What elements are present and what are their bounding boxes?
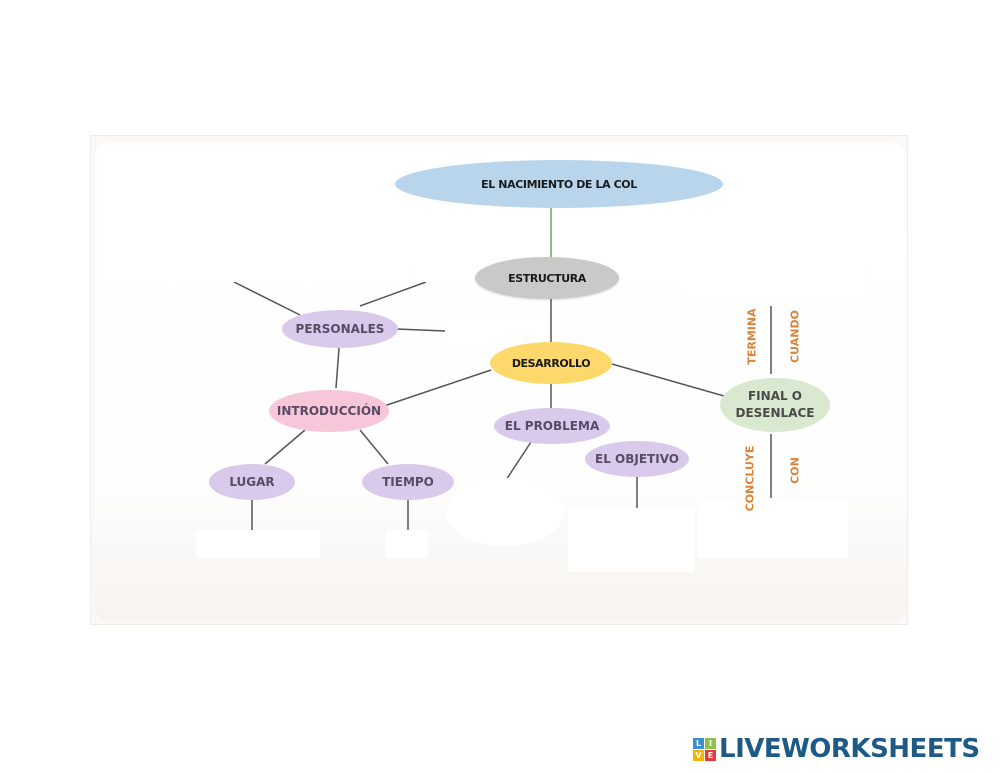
concluye-label: CONCLUYE [743, 445, 757, 512]
connector-desarrollo-introduccion [383, 369, 492, 407]
termina-label: TERMINA [745, 308, 759, 365]
brand-name: LIVEWORKSHEETS [719, 734, 980, 764]
final-label: FINAL O DESENLACE [735, 389, 815, 420]
connector-problema-down [505, 441, 532, 481]
connector-desarrollo-final [611, 363, 725, 397]
personales-node: PERSONALES [282, 310, 398, 348]
answer-box-lugar[interactable] [196, 530, 320, 558]
connector-introduccion-tiempo [359, 429, 389, 465]
personales-label: PERSONALES [295, 322, 385, 336]
answer-box-tiempo[interactable] [386, 530, 428, 558]
tiempo-label: TIEMPO [382, 475, 434, 489]
connector-personales-introduccion [335, 347, 340, 389]
cuando-label: CUANDO [788, 310, 802, 363]
introduccion-label: INTRODUCCIÓN [276, 404, 382, 418]
problema-label: EL PROBLEMA [504, 419, 600, 433]
title-node: EL NACIMIENTO DE LA COL [395, 160, 723, 208]
connector-personales-right [359, 281, 427, 307]
answer-box-objetivo[interactable] [568, 508, 694, 572]
answer-box-personales-side[interactable] [445, 314, 545, 348]
connector-personales-left [233, 281, 301, 316]
liveworksheets-logo: L I V E LIVEWORKSHEETS [693, 734, 980, 764]
estructura-label: ESTRUCTURA [508, 271, 586, 285]
connector-personales-side [396, 328, 446, 332]
objetivo-label: EL OBJETIVO [595, 452, 679, 466]
answer-box-top-right[interactable] [682, 252, 868, 298]
con-label: CON [788, 457, 802, 484]
desarrollo-node: DESARROLLO [490, 342, 612, 384]
desarrollo-label: DESARROLLO [511, 356, 591, 370]
answer-box-problema[interactable] [446, 478, 564, 546]
lugar-node: LUGAR [209, 464, 295, 500]
title-label: EL NACIMIENTO DE LA COL [481, 177, 637, 191]
answer-box-top-left[interactable] [170, 252, 310, 282]
tiempo-node: TIEMPO [362, 464, 454, 500]
answer-box-top-mid[interactable] [412, 250, 472, 282]
estructura-node: ESTRUCTURA [475, 257, 619, 299]
brand-mark-icon: L I V E [693, 737, 716, 761]
problema-node: EL PROBLEMA [494, 408, 610, 444]
connector-introduccion-lugar [264, 429, 306, 465]
introduccion-node: INTRODUCCIÓN [269, 390, 389, 432]
objetivo-node: EL OBJETIVO [585, 441, 689, 477]
final-node: FINAL O DESENLACE [720, 378, 830, 432]
lugar-label: LUGAR [229, 475, 275, 489]
answer-box-final[interactable] [698, 498, 848, 558]
